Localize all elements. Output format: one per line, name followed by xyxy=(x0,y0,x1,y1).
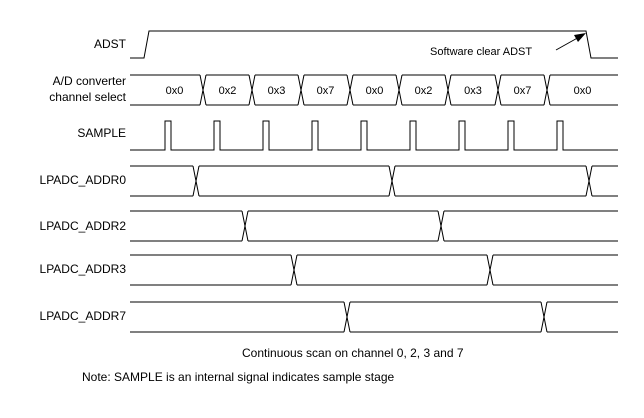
addr2-bus-outline xyxy=(130,210,618,242)
sample-note: Note: SAMPLE is an internal signal indic… xyxy=(82,370,394,384)
channel-select-bus: 0x0 0x2 0x3 0x7 0x0 0x2 0x3 0x7 0x0 xyxy=(130,74,618,106)
addr0-label: LPADC_ADDR0 xyxy=(40,173,127,187)
adst-label: ADST xyxy=(94,37,127,51)
addr7-waveform xyxy=(130,301,618,333)
addr3-label: LPADC_ADDR3 xyxy=(40,262,127,276)
addr3-bus-outline xyxy=(130,254,618,286)
channel-value-3: 0x7 xyxy=(317,85,335,97)
addr0-waveform xyxy=(130,165,618,197)
channel-select-label-line1: A/D converter xyxy=(53,74,126,88)
adst-waveform xyxy=(130,30,618,59)
software-clear-annotation: Software clear ADST xyxy=(430,46,532,58)
channel-value-5: 0x2 xyxy=(415,85,433,97)
addr7-label: LPADC_ADDR7 xyxy=(40,309,127,323)
sample-waveform xyxy=(130,120,618,151)
sample-label: SAMPLE xyxy=(77,126,126,140)
channel-select-label-line2: channel select xyxy=(49,90,126,104)
channel-select-bus-outline xyxy=(130,74,618,106)
addr2-waveform xyxy=(130,210,618,242)
channel-value-4: 0x0 xyxy=(366,85,384,97)
addr3-waveform xyxy=(130,254,618,286)
channel-value-6: 0x3 xyxy=(464,85,482,97)
addr2-label: LPADC_ADDR2 xyxy=(40,219,127,233)
addr7-bus-outline xyxy=(130,301,618,333)
scan-caption: Continuous scan on channel 0, 2, 3 and 7 xyxy=(242,346,464,360)
channel-value-0: 0x0 xyxy=(166,85,184,97)
channel-value-2: 0x3 xyxy=(268,85,286,97)
addr0-bus-outline xyxy=(130,165,618,197)
channel-value-8: 0x0 xyxy=(574,85,592,97)
software-clear-arrowhead xyxy=(574,33,586,42)
channel-value-1: 0x2 xyxy=(219,85,237,97)
channel-value-7: 0x7 xyxy=(514,85,532,97)
